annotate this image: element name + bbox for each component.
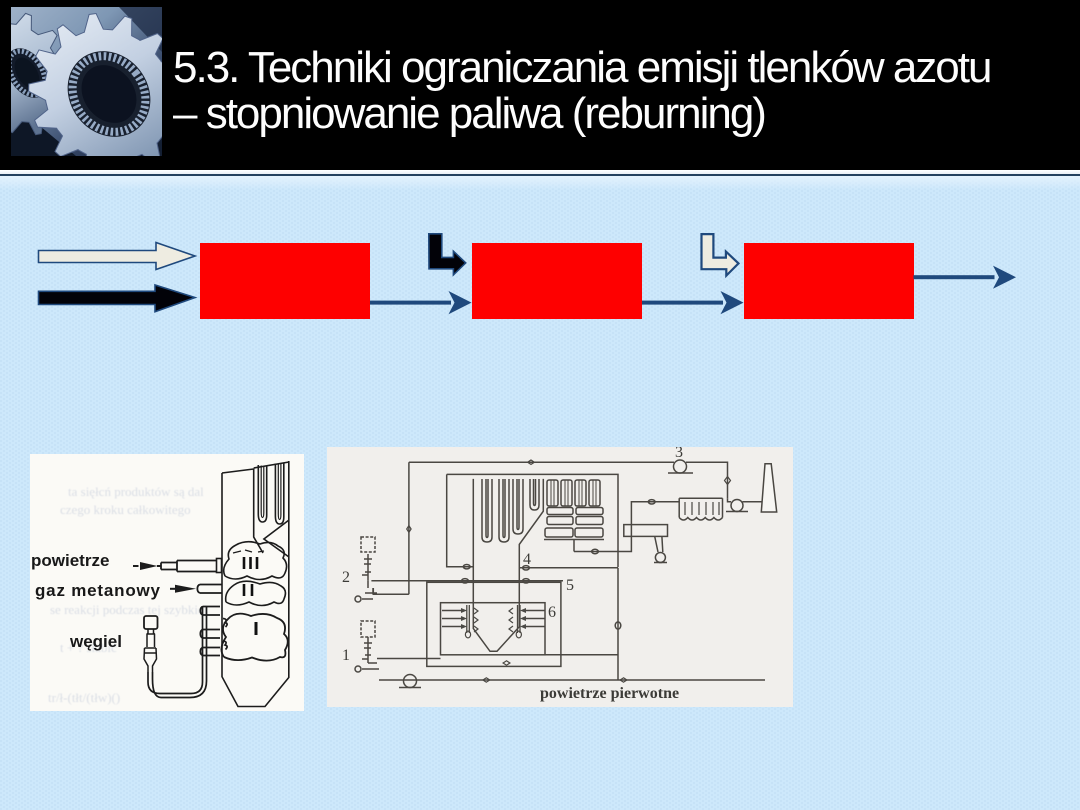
svg-text:3: 3 [675,447,683,461]
svg-text:gaz metanowy: gaz metanowy [35,581,161,600]
svg-text:t + ? słabić: t + ? słabić [60,640,117,655]
svg-text:se reakcji podczas tej szybkie: se reakcji podczas tej szybkiej [50,602,207,617]
svg-text:ta sięłcń produktów są dal: ta sięłcń produktów są dal [68,484,204,499]
svg-text:powietrze pierwotne: powietrze pierwotne [540,685,679,702]
svg-text:5: 5 [566,577,574,594]
svg-text:1: 1 [342,647,350,664]
svg-text:2: 2 [342,569,350,586]
svg-text:4: 4 [523,551,531,568]
svg-text:węgiel: węgiel [69,632,122,651]
svg-text:rze: rze [48,552,64,567]
svg-text:czego kroku całkowitego: czego kroku całkowitego [60,502,191,517]
svg-text:tr/ł-(tłt/(tłw)(): tr/ł-(tłt/(tłw)() [48,690,120,705]
svg-text:powietrze: powietrze [31,551,109,570]
svg-text:6: 6 [548,604,556,621]
